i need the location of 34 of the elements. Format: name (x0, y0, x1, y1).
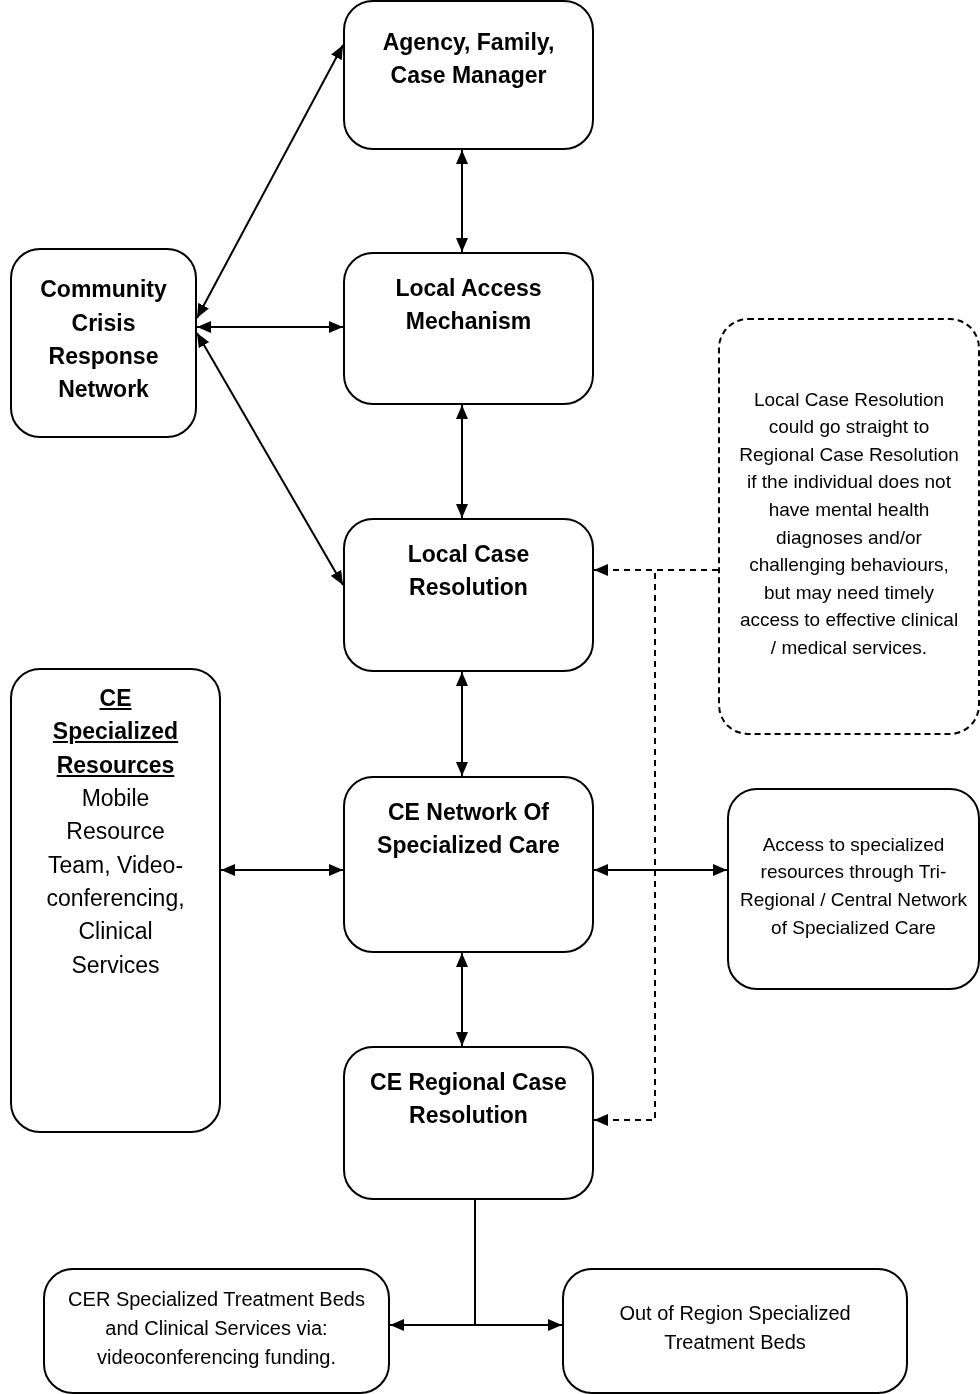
arrow (196, 332, 344, 586)
arrow (456, 952, 468, 1047)
box-text: Local Case Resolution could go straight to Regional Case Resolution if the individual does not have mental health diagnoses and/or challenging behaviours, but may need timely access to effective clinical / medical services. (738, 387, 960, 660)
process-box (343, 1046, 594, 1200)
note-box (718, 318, 980, 735)
process-box (43, 1268, 390, 1394)
process-box (10, 668, 221, 1133)
arrow (474, 1199, 563, 1331)
box-text: Out of Region Specialized Treatment Beds (618, 1301, 852, 1355)
box-text: Mobile Resource Team, Video-conferencing, Clinical Services (46, 784, 185, 980)
box-text: CER Specialized Treatment Beds and Clinical Services via: videoconferencing funding. (67, 1286, 366, 1370)
box-text: Access to specialized resources through Tri-Regional / Central Network of Specialized Care (738, 832, 968, 940)
box-text: Agency, Family, Case Manager (381, 28, 556, 91)
arrow (456, 149, 468, 253)
box-heading: CE Specialized Resources (51, 684, 180, 780)
box-text: Local Case Resolution (406, 540, 531, 603)
arrow (196, 44, 344, 319)
dashed-arrow (593, 569, 719, 1126)
box-text: CE Regional Case Resolution (369, 1068, 568, 1131)
process-box (562, 1268, 908, 1394)
process-box (343, 0, 594, 150)
process-box (343, 518, 594, 672)
process-box (727, 788, 980, 990)
box-text: Community Crisis Response Network (39, 275, 168, 405)
arrow (456, 404, 468, 519)
process-box (343, 776, 594, 953)
arrow (593, 864, 728, 876)
process-box (10, 248, 197, 438)
arrow (456, 671, 468, 777)
process-box (343, 252, 594, 405)
arrow (220, 864, 344, 876)
box-text: CE Network Of Specialized Care (376, 798, 561, 861)
arrow (196, 321, 344, 333)
box-text: Local Access Mechanism (394, 274, 543, 337)
